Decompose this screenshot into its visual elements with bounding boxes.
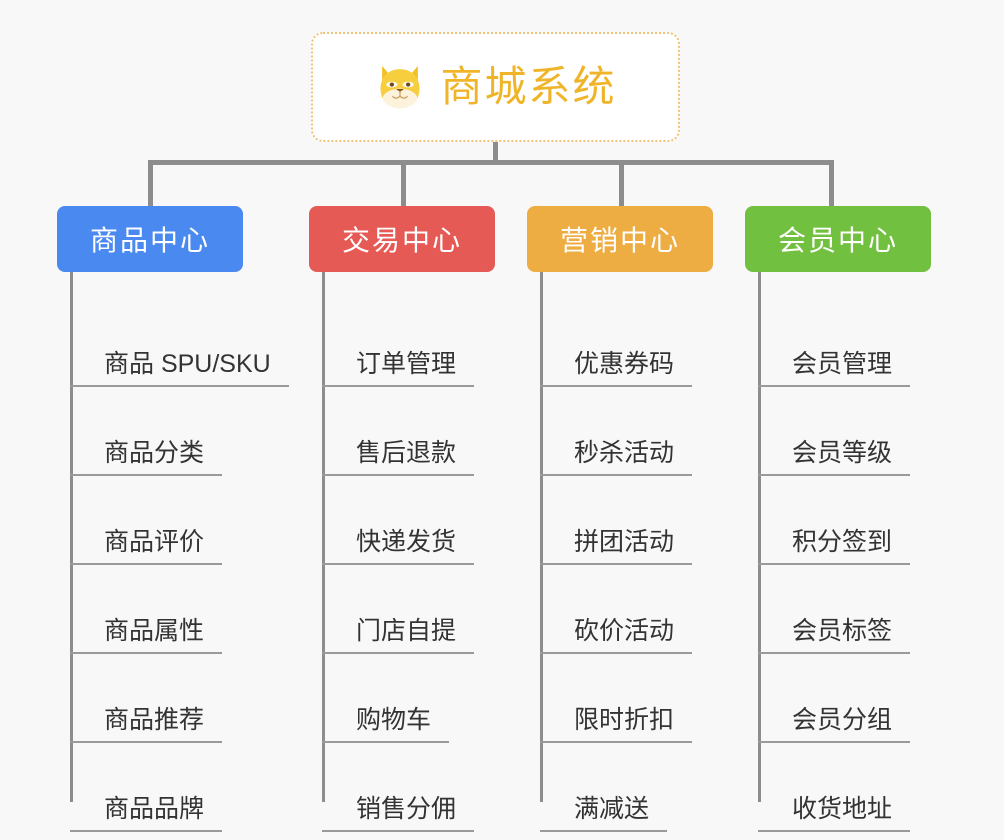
leaf-label: 商品 SPU/SKU: [70, 350, 289, 387]
leaf-label: 快递发货: [322, 528, 475, 565]
leaf-item[interactable]: 会员分组: [758, 654, 911, 743]
leaf-label: 商品分类: [70, 439, 223, 476]
leaf-item[interactable]: 会员标签: [758, 565, 911, 654]
leaf-item[interactable]: 秒杀活动: [540, 387, 693, 476]
leaf-item[interactable]: 满减送: [540, 743, 692, 832]
connector-root-stem: [493, 142, 498, 164]
leaf-label: 积分签到: [758, 528, 911, 565]
leaf-label: 销售分佣: [322, 795, 475, 832]
leaf-item[interactable]: 售后退款: [322, 387, 475, 476]
connector-drop-2: [401, 160, 406, 206]
branch-trunk-2: [322, 272, 325, 802]
leaf-label: 商品推荐: [70, 706, 223, 743]
leaf-item[interactable]: 商品品牌: [70, 743, 289, 832]
leaf-label: 限时折扣: [540, 706, 693, 743]
branch-trunk-1: [70, 272, 73, 802]
leaf-list-product: 商品 SPU/SKU 商品分类 商品评价 商品属性 商品推荐 商品品牌: [70, 298, 289, 832]
leaf-item[interactable]: 优惠券码: [540, 298, 693, 387]
connector-drop-4: [829, 160, 834, 206]
leaf-item[interactable]: 限时折扣: [540, 654, 693, 743]
leaf-item[interactable]: 拼团活动: [540, 476, 693, 565]
leaf-label: 满减送: [540, 795, 668, 832]
branch-head-product[interactable]: 商品中心: [57, 206, 243, 272]
leaf-item[interactable]: 购物车: [322, 654, 474, 743]
leaf-label: 商品属性: [70, 617, 223, 654]
leaf-item[interactable]: 积分签到: [758, 476, 911, 565]
leaf-item[interactable]: 商品评价: [70, 476, 289, 565]
leaf-label: 门店自提: [322, 617, 475, 654]
branch-1: 商品中心: [57, 206, 243, 272]
leaf-item[interactable]: 会员管理: [758, 298, 911, 387]
leaf-label: 订单管理: [322, 350, 475, 387]
leaf-item[interactable]: 快递发货: [322, 476, 475, 565]
leaf-label: 售后退款: [322, 439, 475, 476]
leaf-label: 商品品牌: [70, 795, 223, 832]
leaf-label: 会员等级: [758, 439, 911, 476]
root-node[interactable]: 商城系统: [311, 32, 680, 142]
leaf-item[interactable]: 订单管理: [322, 298, 475, 387]
branch-trunk-3: [540, 272, 543, 802]
leaf-label: 收货地址: [758, 795, 911, 832]
leaf-label: 商品评价: [70, 528, 223, 565]
leaf-label: 会员分组: [758, 706, 911, 743]
leaf-item[interactable]: 收货地址: [758, 743, 911, 832]
branch-3: 营销中心: [527, 206, 713, 272]
leaf-list-member: 会员管理 会员等级 积分签到 会员标签 会员分组 收货地址: [758, 298, 911, 832]
root-title: 商城系统: [440, 63, 617, 110]
branch-head-trade[interactable]: 交易中心: [309, 206, 495, 272]
leaf-item[interactable]: 销售分佣: [322, 743, 475, 832]
leaf-label: 会员标签: [758, 617, 911, 654]
leaf-list-marketing: 优惠券码 秒杀活动 拼团活动 砍价活动 限时折扣 满减送: [540, 298, 693, 832]
leaf-label: 拼团活动: [540, 528, 693, 565]
leaf-label: 优惠券码: [540, 350, 693, 387]
leaf-item[interactable]: 商品分类: [70, 387, 289, 476]
branch-4: 会员中心: [745, 206, 931, 272]
leaf-item[interactable]: 会员等级: [758, 387, 911, 476]
leaf-item[interactable]: 砍价活动: [540, 565, 693, 654]
branch-2: 交易中心: [309, 206, 495, 272]
branch-trunk-4: [758, 272, 761, 802]
leaf-item[interactable]: 商品 SPU/SKU: [70, 298, 289, 387]
shiba-dog-face-icon: [380, 65, 420, 109]
connector-drop-1: [148, 160, 153, 206]
leaf-item[interactable]: 商品推荐: [70, 654, 289, 743]
branch-head-member[interactable]: 会员中心: [745, 206, 931, 272]
leaf-list-trade: 订单管理 售后退款 快递发货 门店自提 购物车 销售分佣: [322, 298, 475, 832]
leaf-label: 秒杀活动: [540, 439, 693, 476]
leaf-label: 购物车: [322, 706, 450, 743]
leaf-label: 会员管理: [758, 350, 911, 387]
connector-drop-3: [619, 160, 624, 206]
leaf-item[interactable]: 门店自提: [322, 565, 475, 654]
branch-head-marketing[interactable]: 营销中心: [527, 206, 713, 272]
leaf-item[interactable]: 商品属性: [70, 565, 289, 654]
connector-horizontal-bus: [148, 160, 834, 165]
leaf-label: 砍价活动: [540, 617, 693, 654]
